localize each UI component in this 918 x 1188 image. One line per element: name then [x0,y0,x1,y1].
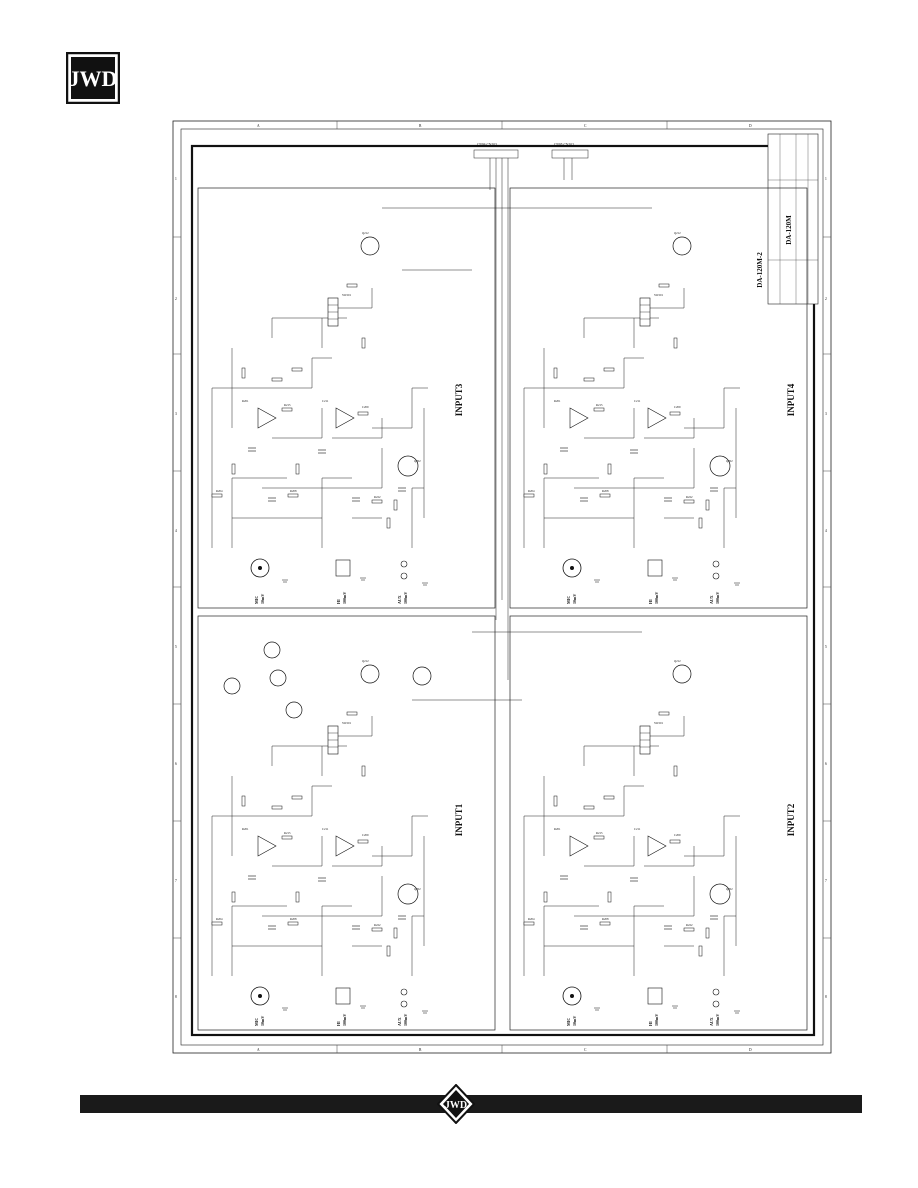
hi-label: HI [336,1021,341,1026]
aux-label: AUX [709,1017,714,1026]
border-number: 4 [175,529,177,533]
border-number: 7 [175,879,177,883]
mic-level: 10mV [260,1016,265,1026]
hi-label: HI [648,1021,653,1026]
sheet-title: DA-120M-2 [756,252,764,288]
border-letter: B [419,124,422,128]
border-number: 7 [825,879,827,883]
jwd-logo: JWD [65,51,121,105]
border-number: 6 [825,762,827,766]
connector-label: CN96 CN103 [477,143,497,147]
aux-label: AUX [397,1017,402,1026]
border-number: 3 [825,412,827,416]
border-letter: D [749,124,752,128]
channel-input2: INPUT2 MIC 10mV HI 100mV AUX 100mV [523,658,796,1026]
border-letter: A [257,1048,260,1052]
input4-label: INPUT4 [786,383,796,416]
border-number: 2 [825,297,827,301]
hi-level: 100mV [342,592,347,604]
border-letter: C [584,1048,587,1052]
mic-level: 10mV [260,594,265,604]
mic-label: MIC [566,596,571,604]
border-number: 8 [175,995,177,999]
hi-label: HI [648,599,653,604]
border-letter: B [419,1048,422,1052]
border-number: 1 [175,177,177,181]
aux-level: 100mV [715,1014,720,1026]
channel-input1: INPUT1 MIC 10mV HI 100mV AUX 100mV [211,641,464,1026]
border-letter: A [257,124,260,128]
hi-label: HI [336,599,341,604]
border-number: 1 [825,177,827,181]
aux-label: AUX [709,595,714,604]
connector-cn95: CN95 CN102 [551,143,589,180]
footer-logo-text: JWD [445,1100,467,1111]
aux-label: AUX [397,595,402,604]
border-number: 5 [825,645,827,649]
aux-level: 100mV [403,592,408,604]
input1-label: INPUT1 [454,803,464,836]
hi-level: 100mV [342,1014,347,1026]
aux-level: 100mV [403,1014,408,1026]
model-name: DA-120M [785,215,793,245]
border-letter: D [749,1048,752,1052]
input3-label: INPUT3 [454,383,464,416]
schematic-sheet: A B C D A B C D 1 2 3 4 5 6 7 8 1 2 3 4 … [172,120,832,1054]
channel-input3: INPUT3 MIC 10mV HI 100mV AUX 100mV [211,230,464,604]
mic-level: 10mV [572,594,577,604]
border-number: 8 [825,995,827,999]
connector-cn96: CN96 CN103 [473,143,519,680]
logo-text: JWD [69,66,118,91]
border-number: 5 [175,645,177,649]
mic-label: MIC [566,1018,571,1026]
mic-label: MIC [254,1018,259,1026]
border-number: 2 [175,297,177,301]
mic-level: 10mV [572,1016,577,1026]
border-number: 4 [825,529,827,533]
mic-label: MIC [254,596,259,604]
connector-label: CN95 CN102 [554,143,574,147]
title-block: DA-120M [767,133,819,305]
footer-jwd-logo: JWD [436,1083,476,1125]
hi-level: 100mV [654,1014,659,1026]
input2-label: INPUT2 [786,803,796,836]
border-letter: C [584,124,587,128]
channel-input4: INPUT4 MIC 10mV HI 100mV AUX 100mV [523,230,796,604]
hi-level: 100mV [654,592,659,604]
border-number: 3 [175,412,177,416]
aux-level: 100mV [715,592,720,604]
border-number: 6 [175,762,177,766]
